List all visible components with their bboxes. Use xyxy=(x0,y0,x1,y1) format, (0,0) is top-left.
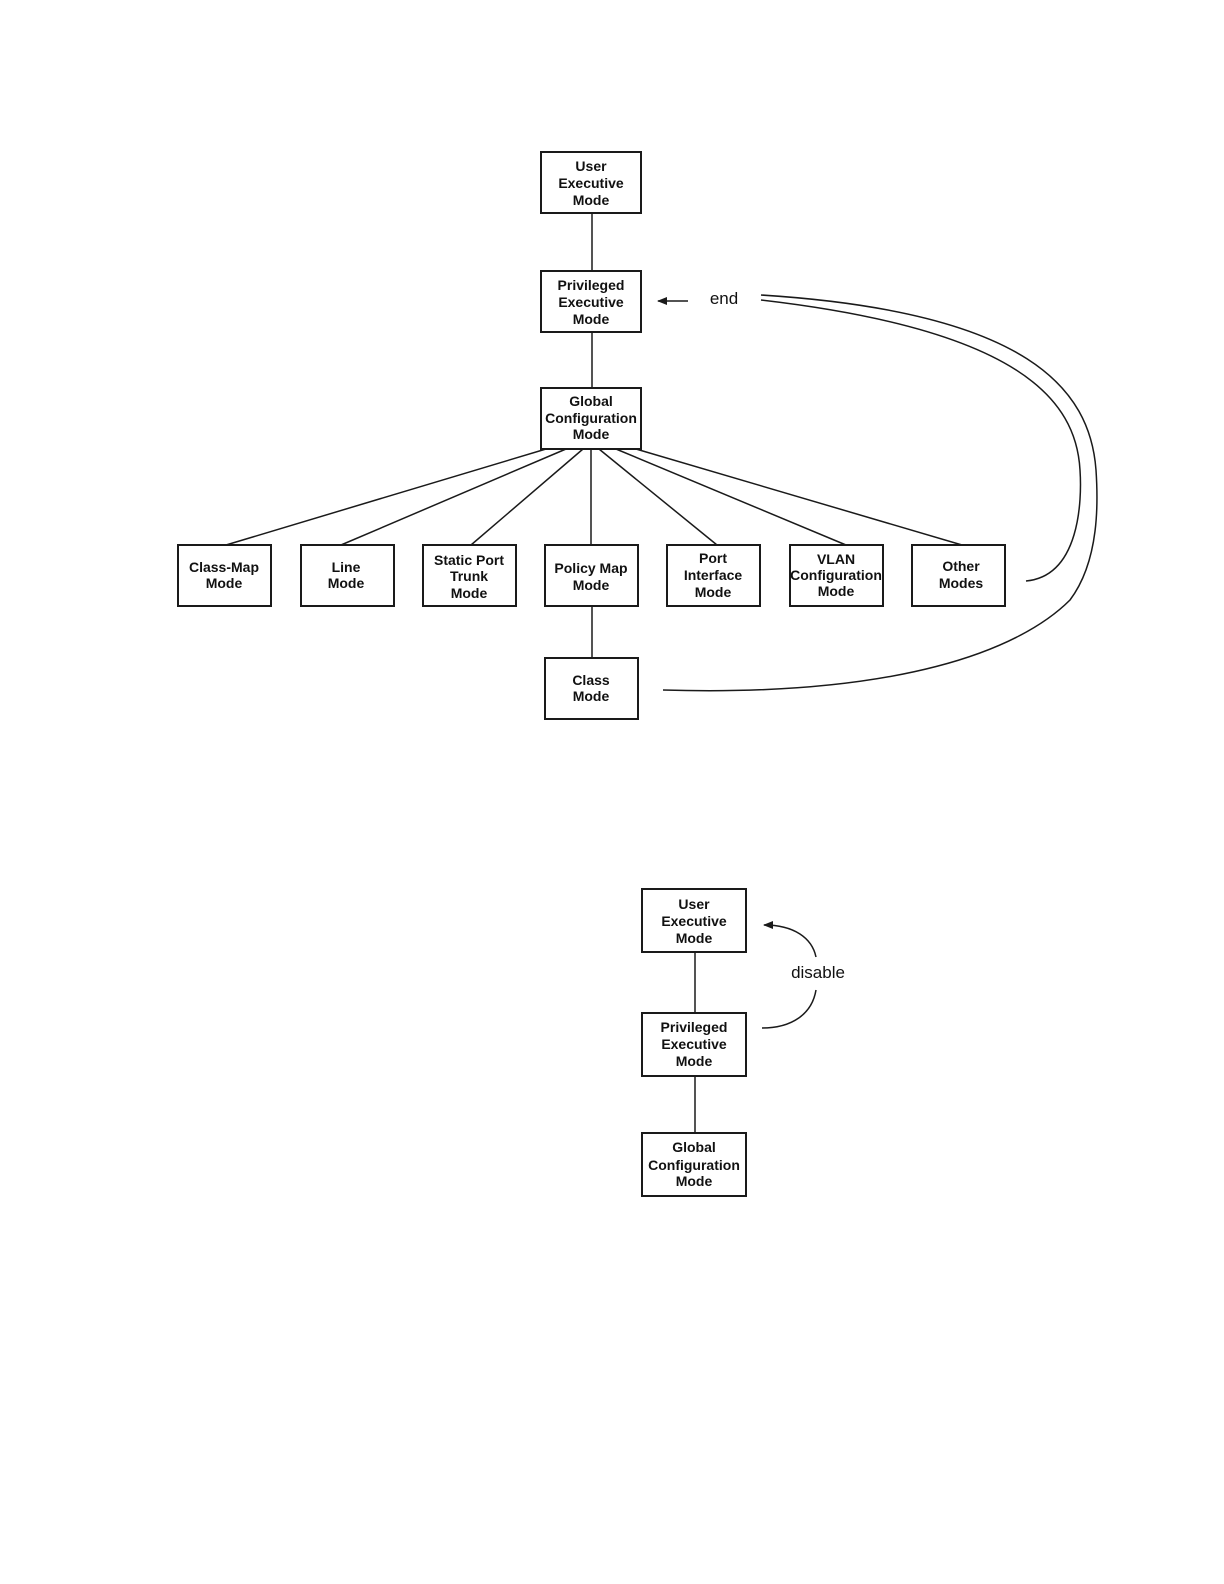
node-label-line: Port xyxy=(699,550,727,566)
node-label-line: Mode xyxy=(451,585,488,601)
link-global-to-line xyxy=(341,449,566,545)
node-policy-map-mode: Policy Map Mode xyxy=(545,545,638,606)
node-label-line: Trunk xyxy=(450,568,488,584)
node-privileged-executive-mode: Privileged Executive Mode xyxy=(541,271,641,332)
node-label-line: Global xyxy=(569,393,613,409)
link-global-to-port-interface xyxy=(599,449,717,545)
link-global-to-static-port-trunk xyxy=(471,449,583,545)
diagram-2: User Executive Mode Privileged Executive… xyxy=(642,889,845,1196)
node-label-line: User xyxy=(575,158,607,174)
node-privileged-executive-mode: Privileged Executive Mode xyxy=(642,1013,746,1076)
node-other-modes: Other Modes xyxy=(912,545,1005,606)
node-label-line: Mode xyxy=(695,584,732,600)
node-label-line: VLAN xyxy=(817,551,855,567)
node-label-line: Executive xyxy=(661,1036,727,1052)
end-curve-from-class-mode xyxy=(663,295,1097,691)
node-user-executive-mode: User Executive Mode xyxy=(642,889,746,952)
node-global-configuration-mode: Global Configuration Mode xyxy=(541,388,641,449)
node-label-line: Interface xyxy=(684,567,743,583)
node-label-line: Configuration xyxy=(790,567,882,583)
node-global-configuration-mode: Global Configuration Mode xyxy=(642,1133,746,1196)
node-label-line: Mode xyxy=(676,930,713,946)
node-label-line: Class-Map xyxy=(189,559,259,575)
disable-arc-lower xyxy=(762,990,816,1028)
node-static-port-trunk-mode: Static Port Trunk Mode xyxy=(423,545,516,606)
disable-command-label: disable xyxy=(791,963,845,982)
end-command-label: end xyxy=(710,289,738,308)
node-user-executive-mode: User Executive Mode xyxy=(541,152,641,213)
node-class-mode: Class Mode xyxy=(545,658,638,719)
node-label-line: Executive xyxy=(558,175,624,191)
link-global-to-class-map xyxy=(226,449,546,545)
node-label-line: Executive xyxy=(661,913,727,929)
node-label-line: Other xyxy=(942,558,980,574)
node-label-line: Mode xyxy=(573,577,610,593)
node-vlan-configuration-mode: VLAN Configuration Mode xyxy=(790,545,883,606)
node-label-line: Mode xyxy=(573,688,610,704)
node-label-line: Policy Map xyxy=(554,560,627,576)
node-label-line: Static Port xyxy=(434,552,504,568)
diagram-1: User Executive Mode Privileged Executive… xyxy=(178,152,1097,719)
end-curve-from-other-modes xyxy=(761,300,1080,581)
node-label-line: Configuration xyxy=(648,1157,740,1173)
node-port-interface-mode: Port Interface Mode xyxy=(667,545,760,606)
node-label-line: Mode xyxy=(573,426,610,442)
node-label-line: Mode xyxy=(676,1053,713,1069)
node-label-line: Mode xyxy=(818,583,855,599)
node-label-line: Class xyxy=(572,672,610,688)
disable-arc-upper xyxy=(764,925,816,957)
node-label-line: Configuration xyxy=(545,410,637,426)
node-line-mode: Line Mode xyxy=(301,545,394,606)
node-label-line: Executive xyxy=(558,294,624,310)
node-label-line: Mode xyxy=(573,192,610,208)
link-global-to-other-modes xyxy=(636,449,962,545)
node-label-line: Privileged xyxy=(661,1019,728,1035)
node-label-line: Mode xyxy=(328,575,365,591)
node-label-line: Mode xyxy=(573,311,610,327)
node-label-line: Mode xyxy=(676,1173,713,1189)
link-global-to-vlan xyxy=(616,449,846,545)
node-class-map-mode: Class-Map Mode xyxy=(178,545,271,606)
node-label-line: User xyxy=(678,896,710,912)
node-label-line: Modes xyxy=(939,575,984,591)
node-label-line: Line xyxy=(332,559,361,575)
node-label-line: Mode xyxy=(206,575,243,591)
node-label-line: Global xyxy=(672,1139,716,1155)
node-label-line: Privileged xyxy=(558,277,625,293)
